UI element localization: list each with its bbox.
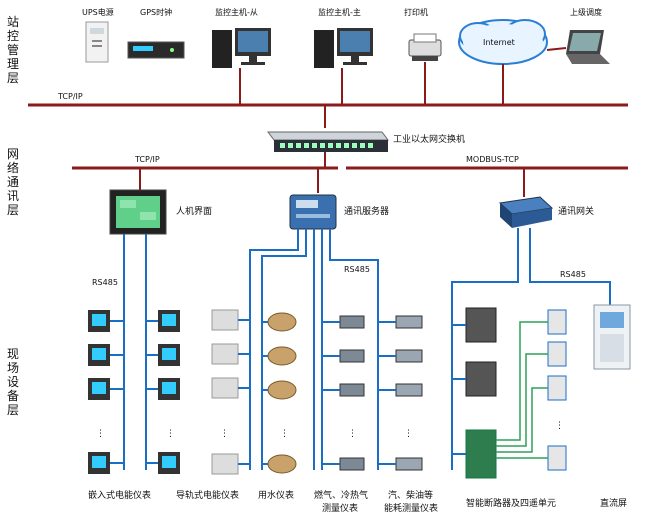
gps-clock-icon xyxy=(127,41,185,59)
steam-meter-label-2: 能耗测量仪表 xyxy=(384,502,438,514)
breaker-column xyxy=(452,307,497,479)
ups-icon xyxy=(85,21,109,63)
rs485-right-label: RS485 xyxy=(560,270,586,279)
hmi-label: 人机界面 xyxy=(176,205,212,217)
comm-server-lines xyxy=(249,229,379,470)
switch-label: 工业以太网交换机 xyxy=(393,133,465,145)
ethernet-switch-icon xyxy=(267,131,389,152)
layer-label-network: 网络通讯层 xyxy=(7,147,19,217)
gas-meter-label-1: 燃气、冷热气 xyxy=(314,489,368,501)
dc-panel-label: 直流屏 xyxy=(600,497,627,509)
comm-server-label: 通讯服务器 xyxy=(344,205,389,217)
monitor-host-master-icon xyxy=(314,28,373,68)
host-master-label: 监控主机-主 xyxy=(318,7,361,17)
steam-meter-label-1: 汽、柴油等 xyxy=(388,489,433,501)
ellipsis-7: ⋮ xyxy=(555,421,564,431)
tcpip-mid-label: TCP/IP xyxy=(134,155,160,164)
embedded-meter xyxy=(158,344,180,366)
gas-meter-label-2: 测量仪表 xyxy=(322,502,358,514)
ellipsis-5: ⋮ xyxy=(348,429,357,439)
internet-label: Internet xyxy=(483,38,515,47)
embedded-meter-column-b xyxy=(146,310,180,474)
layer-label-station-text: 站控管理层 xyxy=(7,15,19,85)
steam-meter-column xyxy=(378,315,423,471)
ups-label: UPS电源 xyxy=(82,7,114,17)
comm-server-icon xyxy=(289,194,337,230)
internet-cloud-icon xyxy=(458,19,548,65)
ellipsis-1: ⋮ xyxy=(96,429,105,439)
ellipsis-3: ⋮ xyxy=(220,429,229,439)
printer-icon xyxy=(408,33,442,61)
embedded-meter-column-a xyxy=(88,310,124,474)
host-slave-label: 监控主机-从 xyxy=(215,7,258,17)
breaker-label: 智能断路器及四遥单元 xyxy=(466,497,556,509)
printer-label: 打印机 xyxy=(404,7,428,17)
layer-label-network-text: 网络通讯层 xyxy=(7,147,19,217)
dc-panel-icon xyxy=(593,304,631,370)
rail-meter-column xyxy=(211,309,250,475)
hmi-panel-icon xyxy=(109,189,167,235)
link-internet-laptop xyxy=(546,47,567,51)
tcpip-top-label: TCP/IP xyxy=(57,92,83,101)
monitor-host-slave-icon xyxy=(212,28,271,68)
embedded-meter xyxy=(158,452,180,474)
ellipsis-2: ⋮ xyxy=(166,429,175,439)
gas-meter-column xyxy=(322,315,365,471)
ellipsis-4: ⋮ xyxy=(280,429,289,439)
water-meter-column xyxy=(262,312,297,474)
modbus-label: MODBUS-TCP xyxy=(466,155,519,164)
embedded-meter-label: 嵌入式电能仪表 xyxy=(88,489,151,501)
gateway-lines xyxy=(451,228,611,470)
embedded-meter xyxy=(158,310,180,332)
laptop-icon xyxy=(566,30,610,64)
remote-unit-column xyxy=(496,309,567,471)
embedded-meter xyxy=(88,378,110,400)
rs485-mid-label: RS485 xyxy=(344,265,370,274)
embedded-meter xyxy=(88,310,110,332)
layer-label-station: 站控管理层 xyxy=(7,15,19,85)
gateway-icon xyxy=(498,196,554,228)
layer-label-field-text: 现场设备层 xyxy=(7,347,19,417)
gps-label: GPS时钟 xyxy=(140,7,172,17)
embedded-meter xyxy=(88,344,110,366)
rail-meter-label: 导轨式电能仪表 xyxy=(176,489,239,501)
embedded-meter xyxy=(158,378,180,400)
dispatch-label: 上级调度 xyxy=(570,7,602,17)
layer-label-field: 现场设备层 xyxy=(7,347,19,417)
water-meter-label: 用水仪表 xyxy=(258,489,294,501)
embedded-meter xyxy=(88,452,110,474)
ellipsis-6: ⋮ xyxy=(404,429,413,439)
rs485-left-label: RS485 xyxy=(92,278,118,287)
gateway-label: 通讯网关 xyxy=(558,205,594,217)
